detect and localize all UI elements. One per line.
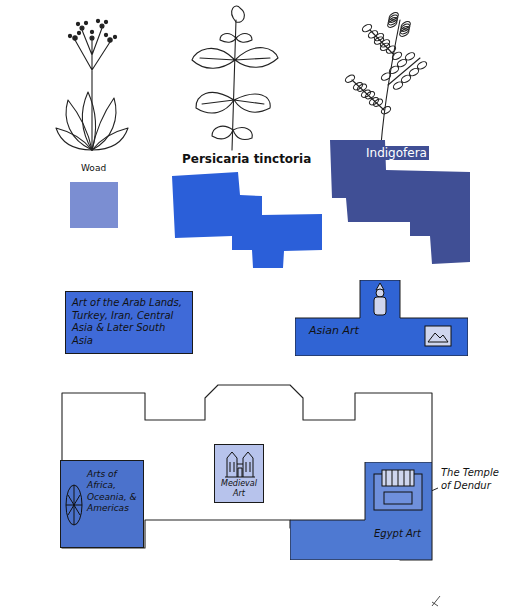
gallery-area: Medieval Art — [214, 444, 264, 503]
gallery-name: Medieval Art — [217, 479, 261, 499]
gallery-area: Art of the Arab Lands, Turkey, Iran, Cen… — [65, 291, 193, 354]
pen-mark — [432, 596, 440, 606]
plant-label: Indigofera — [364, 146, 429, 160]
color-swatch — [172, 172, 322, 268]
indigofera-plant — [344, 11, 428, 160]
color-swatch — [70, 182, 118, 228]
gallery-area: Egypt Art — [290, 462, 432, 560]
gallery-icon — [369, 282, 391, 318]
gallery-icon — [370, 468, 426, 516]
callout-label: The Temple of Dendur — [441, 466, 509, 492]
gallery-area: Asian Art — [295, 280, 468, 356]
plant-label: Persicaria tinctoria — [182, 152, 311, 166]
gallery-name: Egypt Art — [374, 528, 432, 541]
gallery-area: Arts of Africa, Oceania, & Americas — [60, 460, 144, 548]
gallery-icon — [423, 324, 453, 348]
gallery-name: Art of the Arab Lands, Turkey, Iran, Cen… — [72, 297, 186, 347]
persicaria-plant — [192, 6, 278, 150]
plant-label: Woad — [81, 163, 106, 173]
gallery-name: Arts of Africa, Oceania, & Americas — [87, 469, 140, 514]
gallery-name: Asian Art — [309, 324, 468, 338]
gallery-icon — [63, 483, 85, 527]
woad-plant — [56, 19, 128, 150]
gallery-icon — [223, 448, 257, 478]
color-swatch — [330, 140, 470, 264]
